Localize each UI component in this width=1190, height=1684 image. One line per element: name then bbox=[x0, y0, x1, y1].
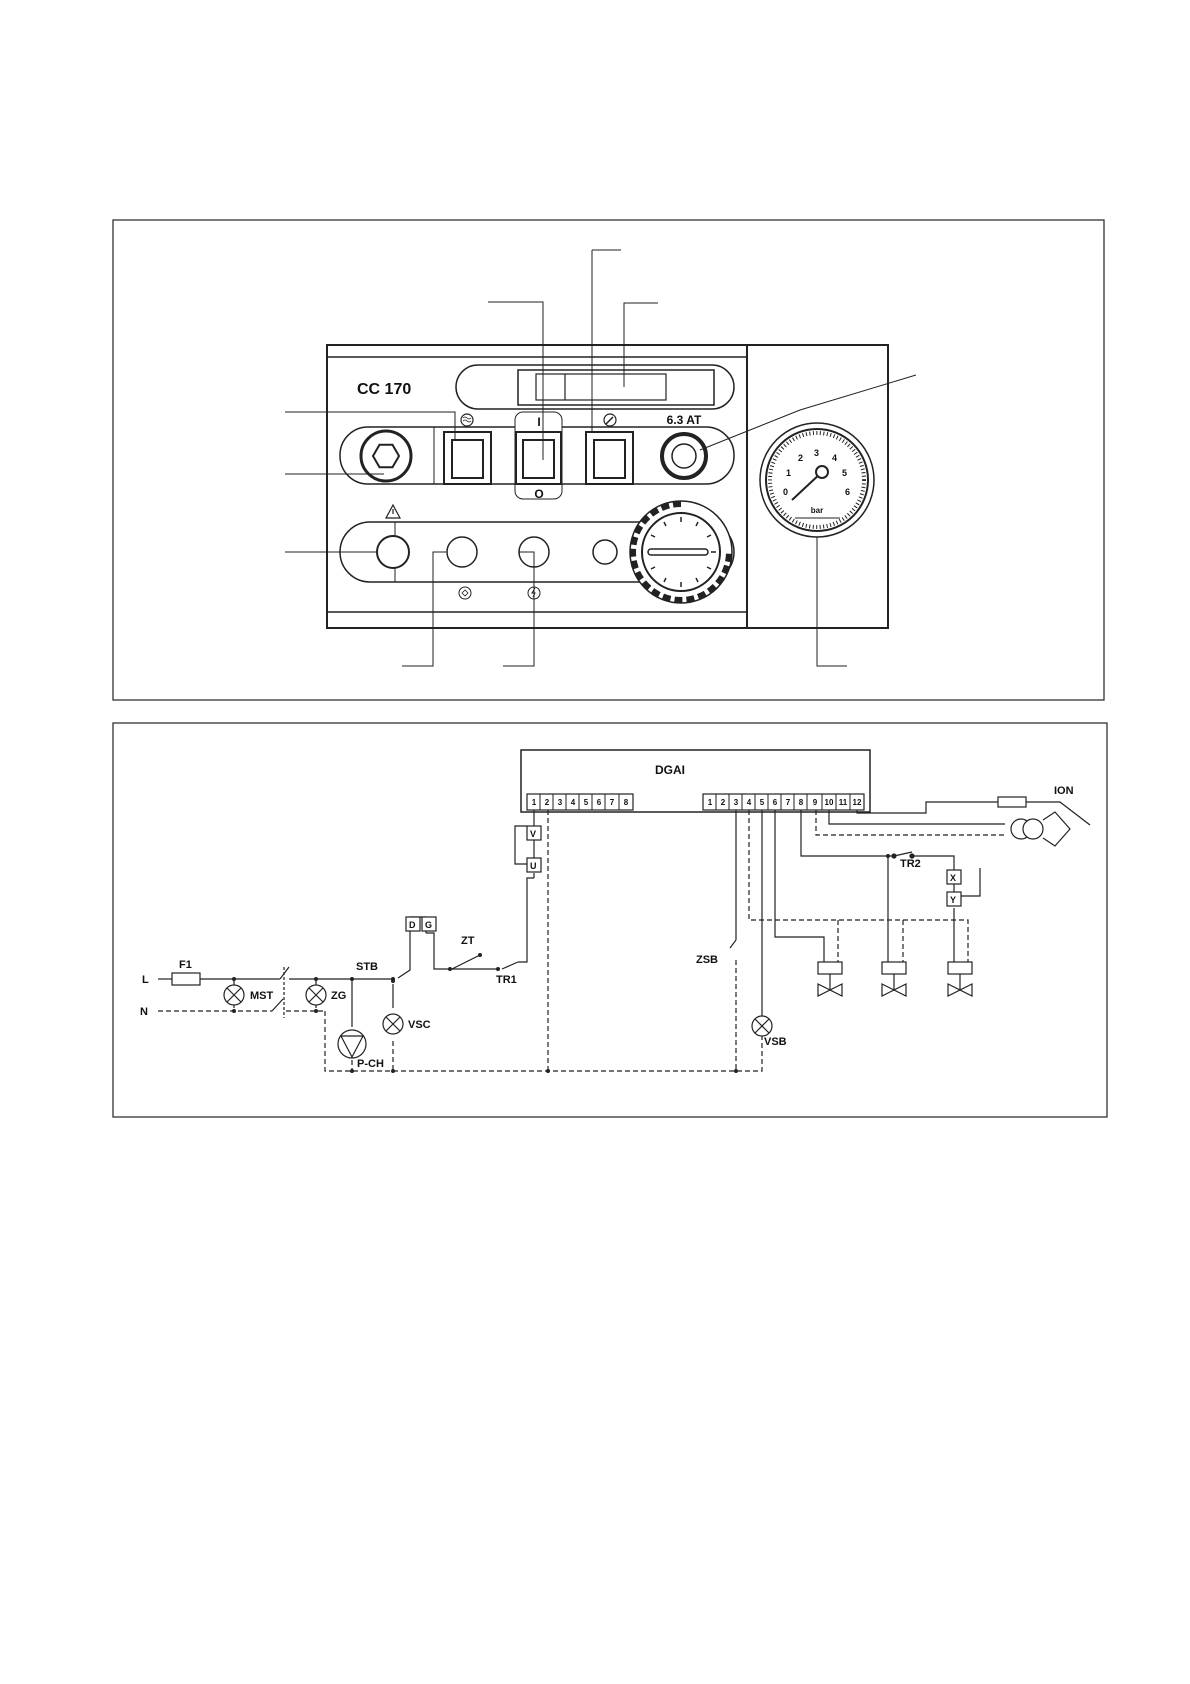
terminal-right-11: 11 bbox=[839, 798, 848, 807]
neutral-wiring bbox=[158, 810, 1005, 1072]
terminal-left-1: 1 bbox=[532, 798, 537, 807]
label-stb: STB bbox=[356, 961, 378, 973]
terminal-right-2: 2 bbox=[721, 798, 726, 807]
gauge-tick-6: 6 bbox=[845, 487, 850, 497]
terminal-right-12: 12 bbox=[853, 798, 862, 807]
label-l: L bbox=[142, 974, 149, 986]
label-d: D bbox=[409, 920, 416, 930]
controller-label: DGAI bbox=[655, 763, 685, 777]
lamp-mst bbox=[223, 984, 245, 1006]
panel-figure-frame bbox=[112, 219, 1105, 701]
label-v: V bbox=[530, 829, 536, 839]
label-p-ch: P-CH bbox=[357, 1058, 384, 1070]
pump-p-ch bbox=[337, 1029, 367, 1059]
gauge-tick-0: 0 bbox=[783, 487, 788, 497]
heating-icon bbox=[460, 413, 474, 427]
label-vsb: VSB bbox=[764, 1036, 787, 1048]
label-g: G bbox=[425, 920, 432, 930]
fuse-f1 bbox=[171, 972, 201, 986]
lamp-vsc bbox=[382, 1013, 404, 1035]
fuse-rating-label: 6.3 AT bbox=[667, 413, 702, 427]
label-mst: MST bbox=[250, 990, 274, 1002]
terminal-left-8: 8 bbox=[624, 798, 629, 807]
ion-fuse bbox=[997, 796, 1027, 808]
terminal-right-10: 10 bbox=[825, 798, 834, 807]
switch-off-mark: O bbox=[534, 487, 543, 501]
label-zsb: ZSB bbox=[696, 954, 718, 966]
label-y: Y bbox=[950, 895, 956, 905]
terminal-left-3: 3 bbox=[558, 798, 563, 807]
terminal-left-7: 7 bbox=[610, 798, 615, 807]
switch-on-mark: I bbox=[537, 415, 540, 429]
wiring-schematic-figure: DGAI 1 2 3 4 5 6 7 8 bbox=[112, 722, 1108, 1118]
label-n: N bbox=[140, 1006, 148, 1018]
flame-icon bbox=[458, 586, 472, 600]
terminal-right-1: 1 bbox=[708, 798, 713, 807]
lockout-lamp bbox=[376, 535, 410, 569]
schematic-frame bbox=[112, 722, 1108, 1118]
terminal-strip-left: 1 2 3 4 5 6 7 8 bbox=[526, 793, 634, 811]
terminal-right-7: 7 bbox=[786, 798, 791, 807]
terminal-left-4: 4 bbox=[571, 798, 576, 807]
gauge-tick-1: 1 bbox=[786, 468, 791, 478]
gauge-tick-4: 4 bbox=[832, 453, 837, 463]
gauge-tick-3: 3 bbox=[814, 448, 819, 458]
lamp-vsb bbox=[751, 1015, 773, 1037]
connector-d bbox=[405, 916, 421, 932]
ignition-transformer bbox=[1010, 811, 1071, 847]
lamp-zg bbox=[305, 984, 327, 1006]
callout-leader-lines bbox=[285, 249, 917, 667]
wrench-icon bbox=[603, 413, 617, 427]
panel-model-label: CC 170 bbox=[357, 381, 411, 398]
terminal-right-5: 5 bbox=[760, 798, 765, 807]
spare-lamp bbox=[592, 539, 618, 565]
terminal-left-2: 2 bbox=[545, 798, 550, 807]
reset-knob[interactable] bbox=[359, 429, 413, 483]
service-switch[interactable] bbox=[585, 431, 634, 485]
gas-valve-2 bbox=[881, 961, 907, 997]
heating-switch[interactable] bbox=[443, 431, 492, 485]
terminal-left-5: 5 bbox=[584, 798, 589, 807]
connector-x bbox=[946, 869, 962, 885]
terminal-strip-right: 1 2 3 4 5 6 7 8 9 10 11 12 bbox=[702, 793, 865, 811]
main-power-switch[interactable] bbox=[515, 431, 562, 485]
gas-valve-3 bbox=[947, 961, 973, 997]
terminal-left-6: 6 bbox=[597, 798, 602, 807]
control-panel-figure: CC 170 I O bbox=[112, 219, 1105, 701]
warning-icon bbox=[384, 503, 402, 519]
label-f1: F1 bbox=[179, 959, 192, 971]
label-vsc: VSC bbox=[408, 1019, 431, 1031]
gauge-tick-5: 5 bbox=[842, 468, 847, 478]
terminal-right-8: 8 bbox=[799, 798, 804, 807]
gauge-brand-label: bar bbox=[811, 506, 823, 515]
tr2-contact bbox=[891, 851, 915, 859]
label-zt: ZT bbox=[461, 935, 475, 947]
pressure-gauge: 0 1 2 3 4 5 6 bar bbox=[759, 422, 875, 538]
terminal-right-9: 9 bbox=[813, 798, 818, 807]
connector-u bbox=[526, 857, 542, 873]
label-tr1: TR1 bbox=[496, 974, 517, 986]
gauge-tick-2: 2 bbox=[798, 453, 803, 463]
terminal-right-3: 3 bbox=[734, 798, 739, 807]
main-switch-contacts bbox=[271, 966, 290, 1018]
terminal-right-4: 4 bbox=[747, 798, 752, 807]
burner-lamp bbox=[446, 536, 478, 568]
temperature-dial[interactable] bbox=[629, 500, 733, 604]
junction-dots bbox=[232, 854, 890, 1073]
label-zg: ZG bbox=[331, 990, 346, 1002]
connector-g bbox=[421, 916, 437, 932]
connector-v bbox=[526, 825, 542, 841]
label-ion: ION bbox=[1054, 785, 1074, 797]
fuse-holder[interactable] bbox=[660, 432, 708, 480]
gas-valve-1 bbox=[817, 961, 843, 997]
connector-y bbox=[946, 891, 962, 907]
label-tr2: TR2 bbox=[900, 858, 921, 870]
terminal-right-6: 6 bbox=[773, 798, 778, 807]
label-u: U bbox=[530, 861, 537, 871]
label-x: X bbox=[950, 873, 956, 883]
